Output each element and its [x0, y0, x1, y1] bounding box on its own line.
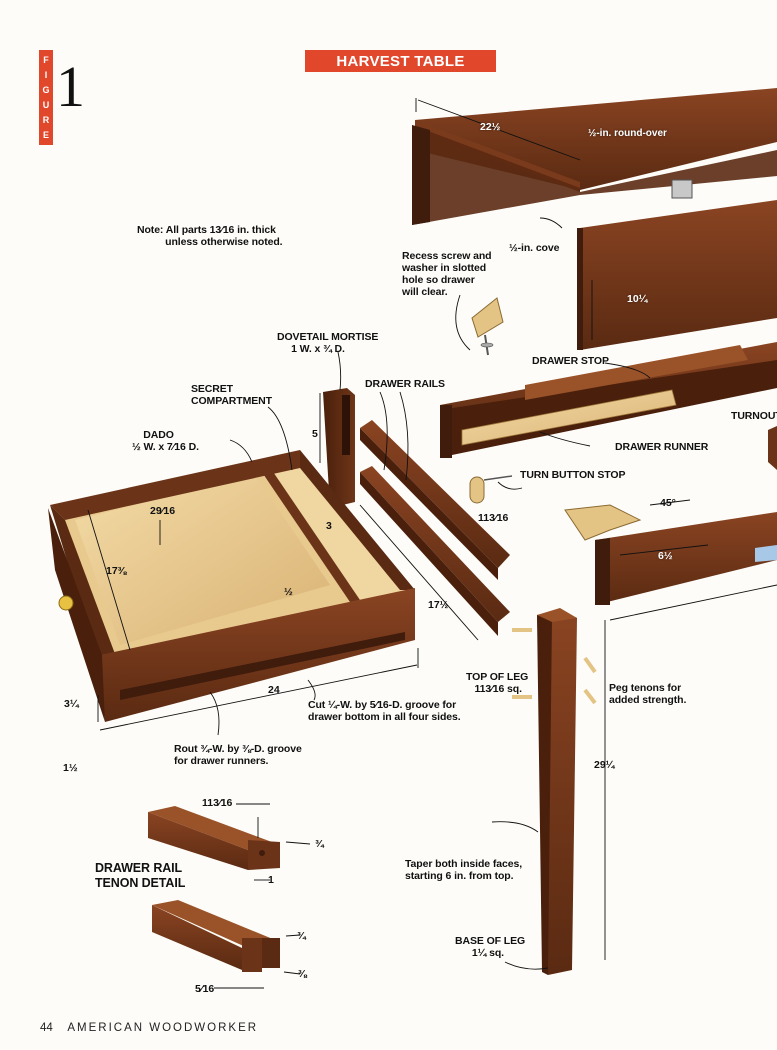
angle-45: 45° [660, 497, 676, 509]
end-apron [564, 504, 777, 605]
tenon-dim-3-4-b: ¾ [297, 930, 306, 942]
figure-tab: F I G U R E [39, 50, 53, 145]
top-of-leg-label: TOP OF LEG 113⁄16 sq. [466, 671, 529, 695]
dim-6-half: 6½ [658, 550, 673, 562]
table-top [412, 88, 777, 225]
turnout-label: TURNOUT [731, 410, 777, 422]
dim-17-3-8: 17⅜ [106, 565, 127, 577]
tenon-detail-art [148, 806, 280, 972]
drawer-box [48, 450, 415, 722]
dim-24: 24 [268, 684, 280, 696]
dado-label: DADO ½ W. x 7⁄16 D. [132, 429, 199, 453]
figure-letter: R [42, 115, 50, 126]
dim-top-width: 22½ [480, 121, 501, 133]
figure-number: 1 [56, 54, 85, 119]
dim-3-quarter: 3¼ [64, 698, 79, 710]
tenon-detail-title: DRAWER RAIL TENON DETAIL [95, 861, 186, 890]
secret-compartment-label: SECRET COMPARTMENT [191, 383, 272, 407]
figure-letter: G [42, 84, 50, 95]
roundover-label: ½-in. round-over [588, 128, 667, 139]
side-apron [440, 342, 777, 470]
leg [512, 608, 597, 975]
apron [577, 200, 777, 350]
dovetail-post [323, 388, 355, 508]
tenon-dim-1: 1 [268, 874, 274, 886]
runner-groove-note: Rout ¾-W. by ⅜-D. groove for drawer runn… [174, 743, 302, 767]
tenon-dim-3-8: ⅜ [298, 968, 307, 980]
page-number: 44 [40, 1022, 53, 1034]
dimension-lines [87, 98, 777, 989]
dim-2-9-16: 29⁄16 [150, 505, 176, 517]
figure-letter: F [43, 54, 49, 65]
tenon-dim-1-13-16: 113⁄16 [202, 797, 233, 809]
dim-apron: 10¼ [627, 293, 648, 305]
drawer-rails-label: DRAWER RAILS [365, 378, 445, 390]
dim-17-half: 17½ [428, 599, 449, 611]
taper-note: Taper both inside faces, starting 6 in. … [405, 858, 523, 882]
page-footer: 44 AMERICAN WOODWORKER [40, 1022, 258, 1034]
publication-name: AMERICAN WOODWORKER [67, 1022, 259, 1034]
note-text: Note: All parts 13⁄16 in. thick unless o… [137, 224, 283, 248]
turn-button-stop [469, 475, 513, 504]
drawer-stop-label: DRAWER STOP [532, 355, 609, 367]
dovetail-mortise-label: DOVETAIL MORTISE 1 W. x ¾ D. [277, 331, 379, 355]
figure-title: HARVEST TABLE [305, 50, 496, 72]
dim-rail-1-13-16: 113⁄16 [478, 512, 509, 524]
dim-29-quarter: 29¼ [594, 759, 615, 771]
dim-half: ½ [284, 586, 293, 598]
dim-5: 5 [312, 428, 318, 440]
dim-1-half: 1½ [63, 762, 78, 774]
drawer-rails [360, 420, 510, 636]
drawer-runner-label: DRAWER RUNNER [615, 441, 709, 453]
dim-3: 3 [326, 520, 332, 532]
base-of-leg-label: BASE OF LEG 1¼ sq. [455, 935, 526, 959]
groove-note: Cut ¼-W. by 5⁄16-D. groove for drawer bo… [308, 699, 461, 723]
cove-label: ½-in. cove [509, 242, 560, 254]
figure-letter: I [44, 69, 48, 80]
tenon-dim-5-16: 5⁄16 [195, 983, 215, 995]
tenon-dim-3-4-a: ¾ [315, 838, 324, 850]
figure-letter: E [42, 130, 49, 141]
recess-note: Recess screw and washer in slotted hole … [402, 250, 492, 298]
peg-note: Peg tenons for added strength. [609, 682, 687, 706]
turn-button-stop-label: TURN BUTTON STOP [520, 469, 626, 481]
tabletop-clip [471, 297, 504, 356]
figure-letter: U [42, 100, 50, 111]
